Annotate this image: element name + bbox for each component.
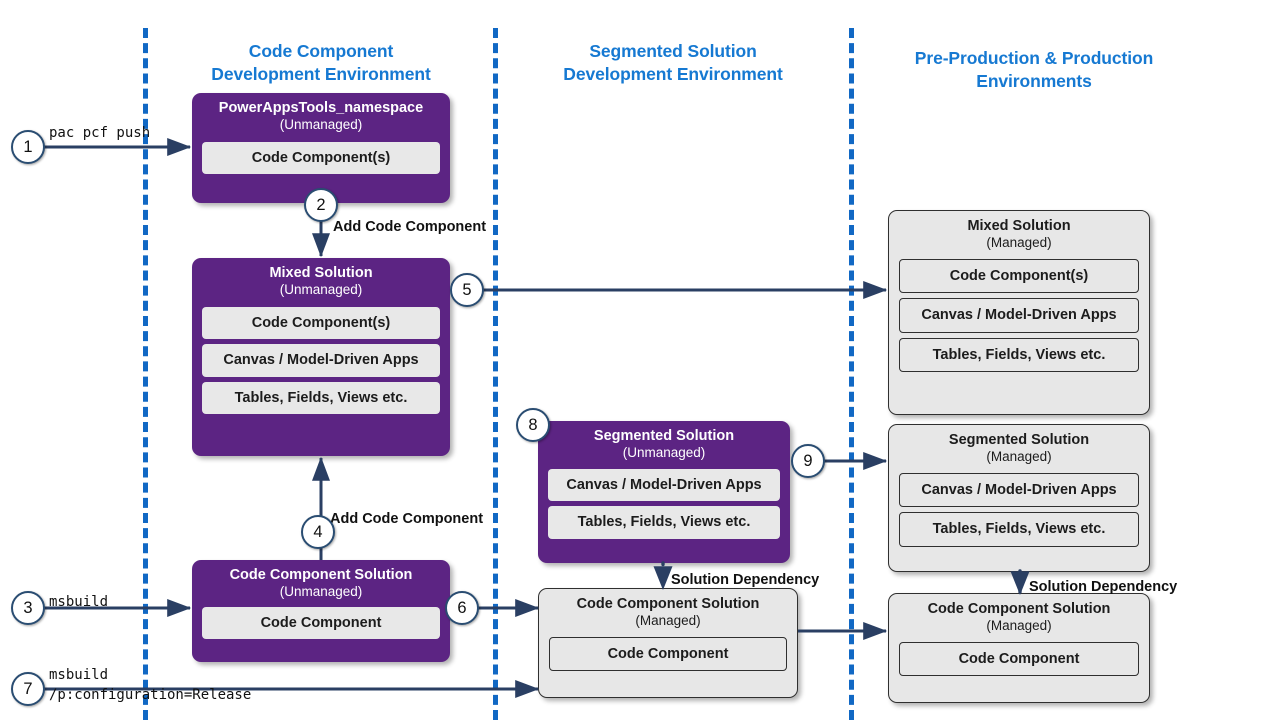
- step-badge-8[interactable]: 8: [516, 408, 550, 442]
- card-title-text: Segmented Solution: [593, 428, 735, 444]
- card-code-component-solution-managed-mid[interactable]: Code Component Solution (Managed) Code C…: [538, 588, 798, 698]
- step-badge-4[interactable]: 4: [301, 515, 335, 549]
- card-subtitle-text: (Unmanaged): [279, 281, 363, 297]
- card-segmented-solution-managed[interactable]: Segmented Solution (Managed) Canvas / Mo…: [888, 424, 1150, 572]
- card-title: Code Component Solution (Managed): [899, 601, 1139, 634]
- card-title: Code Component Solution (Managed): [549, 596, 787, 629]
- step-badge-3[interactable]: 3: [11, 591, 45, 625]
- card-title-text: Mixed Solution: [967, 218, 1071, 234]
- lane-title-production: Pre-Production & Production Environments: [888, 47, 1180, 93]
- chip-canvas-model-driven-apps[interactable]: Canvas / Model-Driven Apps: [899, 298, 1139, 333]
- chip-code-components[interactable]: Code Component(s): [899, 258, 1139, 294]
- card-subtitle-text: (Managed): [986, 617, 1052, 633]
- chip-code-component[interactable]: Code Component: [549, 636, 787, 672]
- lane-title-line2: Development Environment: [563, 64, 783, 85]
- command-label-msbuild-release: msbuild/p:configuration=Release: [49, 665, 251, 706]
- card-subtitle-text: (Unmanaged): [279, 116, 363, 132]
- chip-tables-fields-views[interactable]: Tables, Fields, Views etc.: [899, 337, 1139, 373]
- card-powerappstools-namespace[interactable]: PowerAppsTools_namespace (Unmanaged) Cod…: [192, 93, 450, 203]
- chip-code-component[interactable]: Code Component: [202, 606, 440, 640]
- card-title: Mixed Solution (Unmanaged): [202, 265, 440, 298]
- card-subtitle-text: (Managed): [635, 612, 701, 628]
- card-mixed-solution-unmanaged[interactable]: Mixed Solution (Unmanaged) Code Componen…: [192, 258, 450, 456]
- card-title: Mixed Solution (Managed): [899, 218, 1139, 251]
- chip-tables-fields-views[interactable]: Tables, Fields, Views etc.: [202, 381, 440, 415]
- lane-title-line2: Environments: [976, 71, 1092, 92]
- label-add-code-component-bottom: Add Code Component: [330, 511, 484, 527]
- lane-title-line1: Code Component: [248, 41, 394, 61]
- lane-title-line1: Pre-Production & Production: [914, 48, 1154, 68]
- chip-canvas-model-driven-apps[interactable]: Canvas / Model-Driven Apps: [899, 472, 1139, 508]
- command-line-2: /p:configuration=Release: [49, 687, 252, 704]
- chip-canvas-model-driven-apps[interactable]: Canvas / Model-Driven Apps: [548, 468, 780, 502]
- label-solution-dependency-right: Solution Dependency: [1029, 579, 1178, 595]
- step-badge-9[interactable]: 9: [791, 444, 825, 478]
- lane-title-segmented: Segmented Solution Development Environme…: [528, 40, 818, 86]
- step-badge-7[interactable]: 7: [11, 672, 45, 706]
- chip-code-components[interactable]: Code Component(s): [202, 141, 440, 175]
- card-code-component-solution-unmanaged[interactable]: Code Component Solution (Unmanaged) Code…: [192, 560, 450, 662]
- card-code-component-solution-managed-right[interactable]: Code Component Solution (Managed) Code C…: [888, 593, 1150, 703]
- card-subtitle-text: (Unmanaged): [279, 583, 363, 599]
- step-badge-1[interactable]: 1: [11, 130, 45, 164]
- card-title-text: Code Component Solution: [576, 596, 760, 612]
- lane-divider-1: [143, 28, 148, 720]
- card-segmented-solution-unmanaged[interactable]: Segmented Solution (Unmanaged) Canvas / …: [538, 421, 790, 563]
- lane-title-line1: Segmented Solution: [589, 41, 757, 61]
- label-add-code-component-top: Add Code Component: [333, 219, 487, 235]
- lane-title-code-component: Code Component Development Environment: [176, 40, 466, 86]
- card-subtitle-text: (Unmanaged): [622, 444, 706, 460]
- chip-code-components[interactable]: Code Component(s): [202, 306, 440, 340]
- step-badge-2[interactable]: 2: [304, 188, 338, 222]
- card-title: Segmented Solution (Managed): [899, 432, 1139, 465]
- card-title: PowerAppsTools_namespace (Unmanaged): [202, 100, 440, 133]
- step-badge-5[interactable]: 5: [450, 273, 484, 307]
- card-subtitle-text: (Managed): [986, 448, 1052, 464]
- card-title-text: Code Component Solution: [229, 567, 413, 583]
- card-title-text: PowerAppsTools_namespace: [218, 100, 424, 116]
- card-title-text: Segmented Solution: [948, 432, 1090, 448]
- lane-divider-3: [849, 28, 854, 720]
- lane-title-line2: Development Environment: [211, 64, 431, 85]
- chip-tables-fields-views[interactable]: Tables, Fields, Views etc.: [548, 506, 780, 539]
- card-title: Segmented Solution (Unmanaged): [548, 428, 780, 461]
- chip-canvas-model-driven-apps[interactable]: Canvas / Model-Driven Apps: [202, 344, 440, 377]
- command-label-msbuild: msbuild: [49, 594, 109, 610]
- card-subtitle-text: (Managed): [986, 234, 1052, 250]
- step-badge-6[interactable]: 6: [445, 591, 479, 625]
- command-label-pac-pcf-push: pac pcf push: [49, 125, 151, 141]
- card-title: Code Component Solution (Unmanaged): [202, 567, 440, 600]
- chip-tables-fields-views[interactable]: Tables, Fields, Views etc.: [899, 512, 1139, 547]
- command-line-1: msbuild: [49, 667, 109, 683]
- card-title-text: Mixed Solution: [269, 265, 373, 281]
- card-title-text: Code Component Solution: [927, 601, 1111, 617]
- label-solution-dependency-mid: Solution Dependency: [671, 572, 820, 588]
- chip-code-component[interactable]: Code Component: [899, 641, 1139, 677]
- card-mixed-solution-managed[interactable]: Mixed Solution (Managed) Code Component(…: [888, 210, 1150, 415]
- lane-divider-2: [493, 28, 498, 720]
